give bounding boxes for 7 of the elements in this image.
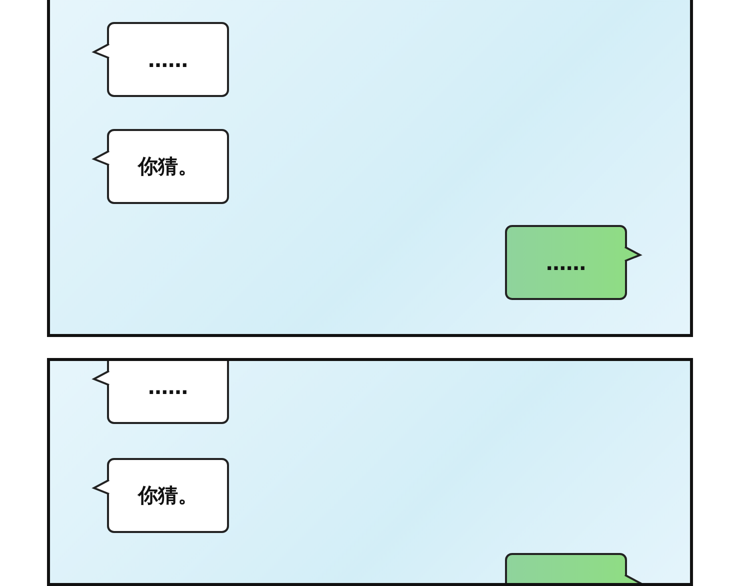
bubble-text: 你猜。 [138, 482, 198, 509]
comic-panel [47, 358, 693, 586]
bubble-text: 你猜。 [138, 153, 198, 180]
bubble-text: …… [148, 48, 188, 72]
bubble-text: …… [148, 374, 188, 398]
bubble-text: …… [546, 250, 586, 274]
comic-panel [47, 0, 693, 337]
